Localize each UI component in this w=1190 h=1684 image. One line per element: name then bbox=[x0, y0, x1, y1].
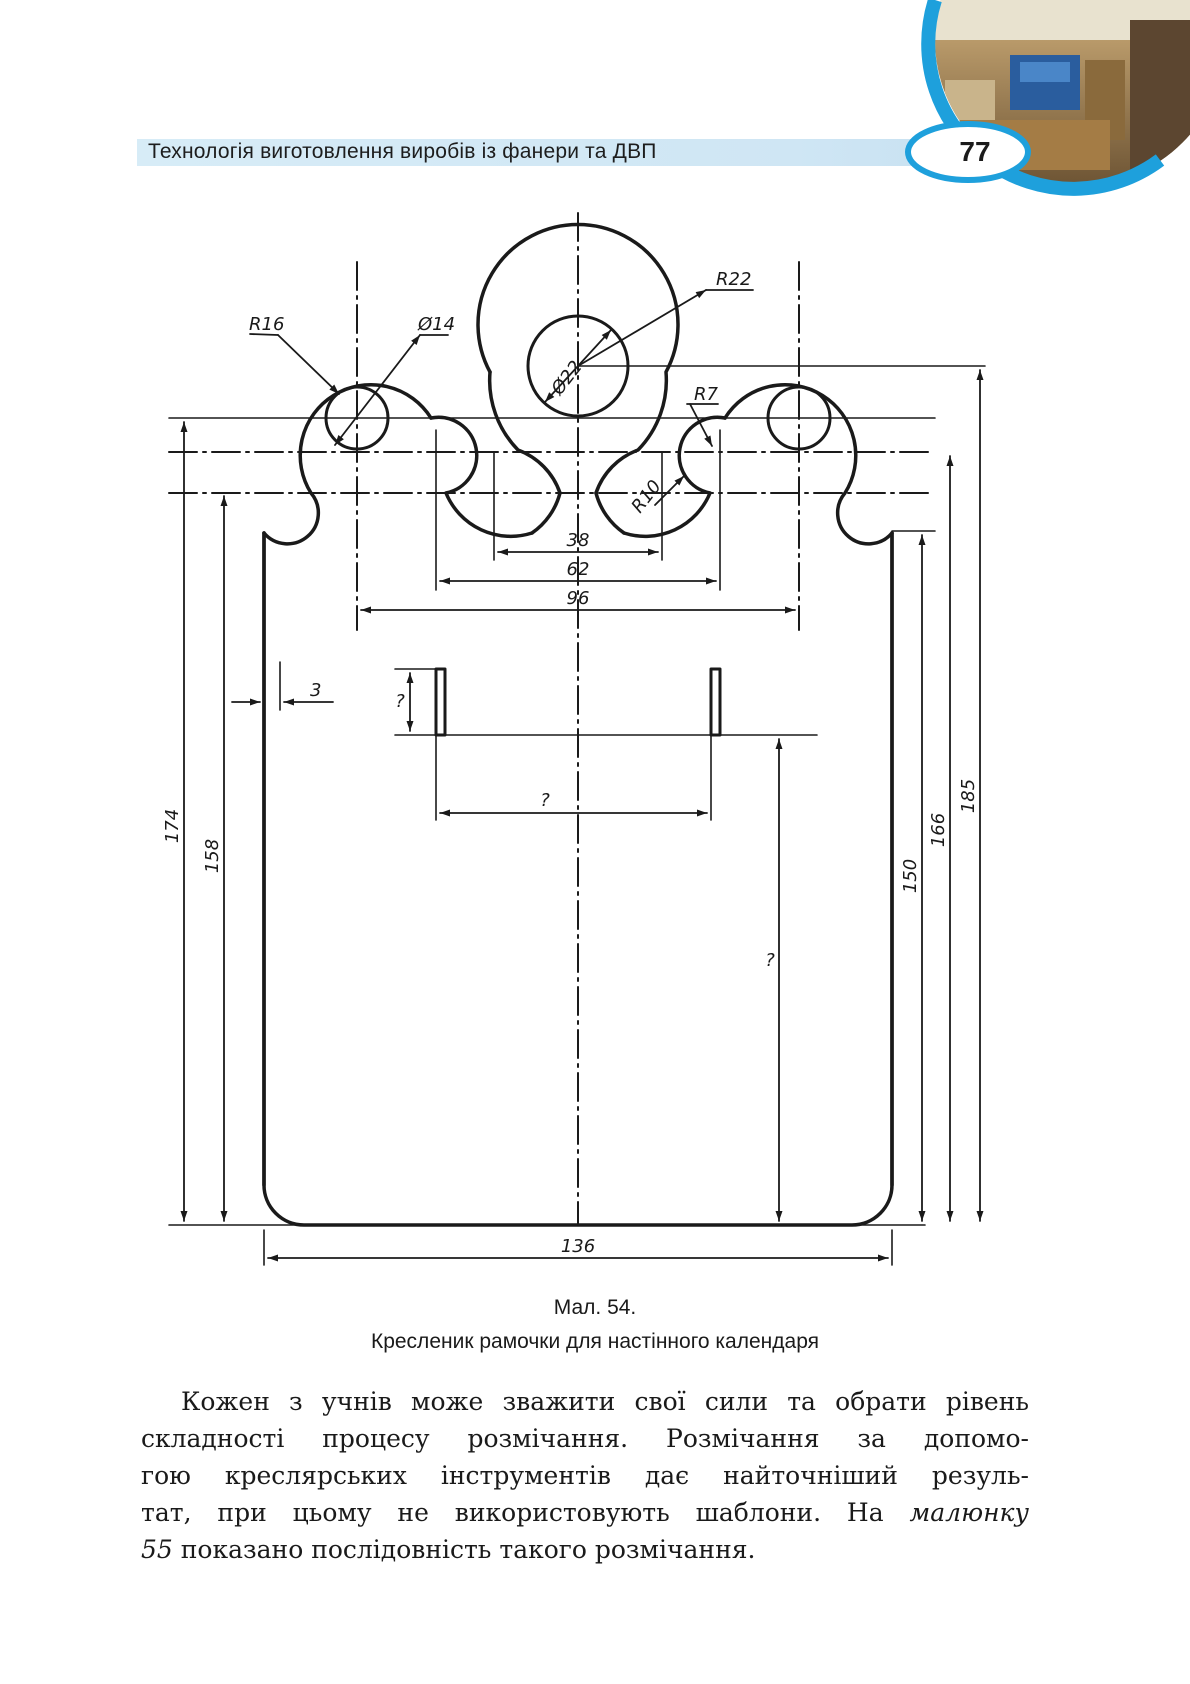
body-text-run: показано послідовність такого розмічання… bbox=[172, 1535, 756, 1564]
label-r16: R16 bbox=[249, 314, 284, 335]
body-line: Кожен з учнів може зважити свої сили та … bbox=[181, 1387, 1029, 1416]
label-dim136: 136 bbox=[561, 1236, 595, 1257]
label-dim96: 96 bbox=[567, 588, 590, 609]
label-slot-spacing: ? bbox=[540, 790, 550, 811]
label-slot-position: ? bbox=[765, 950, 775, 971]
chapter-photo bbox=[905, 0, 1190, 196]
body-text-run: тат, при цьому не використовують шаблони… bbox=[141, 1498, 910, 1527]
calendar-frame-drawing: R16 Ø14 R22 Ø22 R7 R10 38 62 96 3 ? ? ? … bbox=[162, 212, 986, 1266]
label-r10: R10 bbox=[627, 476, 665, 517]
body-paragraph: Кожен з учнів може зважити свої сили та … bbox=[141, 1383, 1029, 1568]
page-number: 77 bbox=[959, 136, 991, 167]
label-dim38: 38 bbox=[567, 530, 590, 551]
label-dim150: 150 bbox=[900, 859, 921, 893]
body-line: тат, при цьому не використовують шаблони… bbox=[141, 1494, 1029, 1531]
figure-caption: Кресленик рамочки для настінного календа… bbox=[370, 1330, 820, 1353]
running-header-title: Технологія виготовлення виробів із фанер… bbox=[148, 140, 657, 163]
figure-reference: малюнку bbox=[909, 1498, 1029, 1527]
label-r7: R7 bbox=[694, 384, 719, 405]
label-dim174: 174 bbox=[162, 809, 183, 843]
figure-reference-number: 55 bbox=[141, 1535, 173, 1564]
label-d14: Ø14 bbox=[417, 314, 455, 335]
body-line: складності процесу розмічання. Розмічанн… bbox=[141, 1424, 1029, 1453]
label-slot-height: ? bbox=[395, 691, 405, 712]
body-line: 55 показано послідовність такого розміча… bbox=[141, 1531, 1029, 1568]
figure-number: Мал. 54. bbox=[553, 1296, 637, 1319]
label-dim3: 3 bbox=[310, 680, 321, 701]
label-dim158: 158 bbox=[202, 839, 223, 873]
label-dim166: 166 bbox=[928, 813, 949, 847]
label-dim62: 62 bbox=[567, 559, 590, 580]
label-r22: R22 bbox=[716, 269, 751, 290]
body-line: гою креслярських інструментів дає найточ… bbox=[141, 1461, 1029, 1490]
center-lines bbox=[168, 212, 931, 1226]
label-dim185: 185 bbox=[958, 779, 979, 813]
